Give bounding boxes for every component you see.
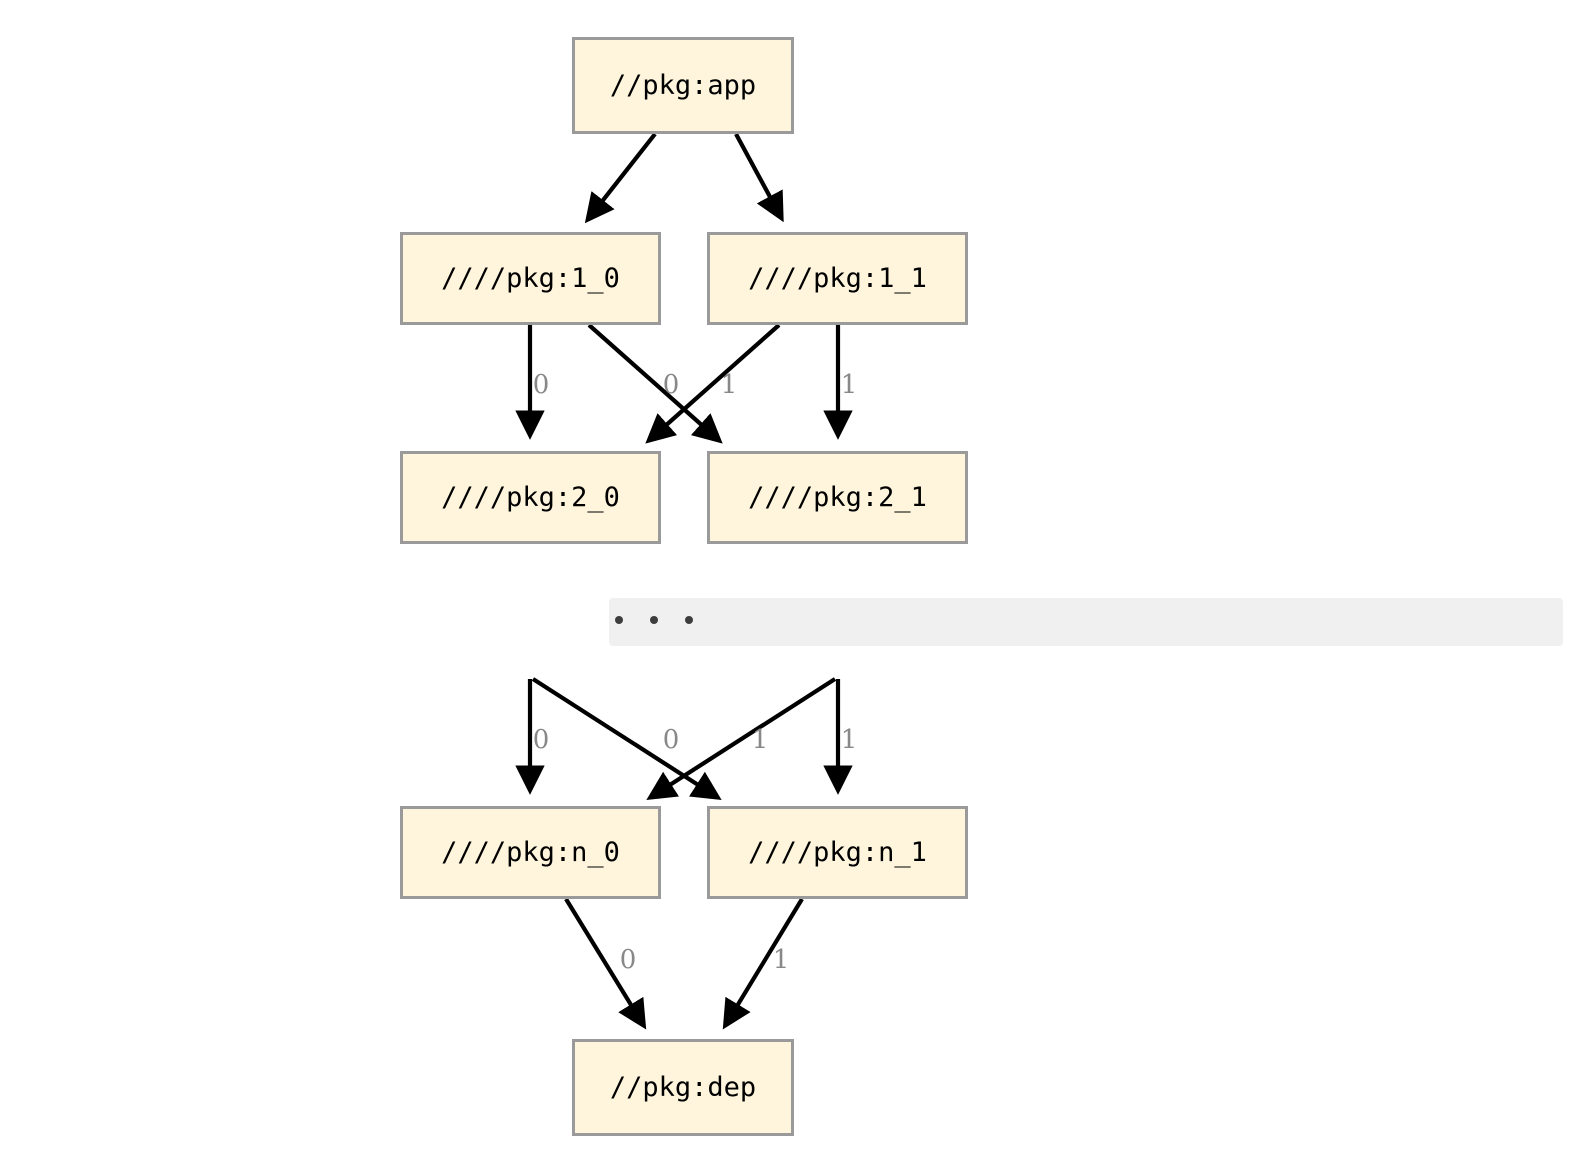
edge-label: 0: [663, 370, 680, 400]
node-box[interactable]: [707, 451, 968, 544]
edge-label: 1: [841, 370, 858, 400]
edge-label: 0: [533, 370, 550, 400]
node-label: ////pkg:1_1: [748, 263, 927, 294]
node-box[interactable]: [400, 232, 661, 325]
edge-line: [584, 132, 657, 224]
node-label: //pkg:app: [610, 70, 756, 101]
node-box[interactable]: [572, 37, 794, 134]
edge-line: [734, 133, 784, 223]
node-app[interactable]: //pkg:app: [572, 37, 794, 134]
edge-line: [645, 323, 781, 444]
edge-1_1-2_0: 1: [645, 323, 781, 444]
node-box[interactable]: [400, 451, 661, 544]
edge-app-1_0: [584, 132, 657, 224]
ellipsis-dot-1: [650, 616, 658, 624]
edge-x-n_0: 0: [515, 679, 550, 795]
edge-1_0-2_0: 0: [515, 325, 550, 440]
edge-label: 0: [620, 945, 637, 975]
edge-label: 0: [533, 725, 550, 755]
edge-1_1-2_1: 1: [823, 325, 858, 440]
edge-label: 0: [663, 725, 680, 755]
edge-line: [722, 897, 804, 1030]
edge-y-n_1: 1: [823, 679, 858, 795]
node-label: ////pkg:n_1: [748, 837, 927, 868]
edge-line: [564, 897, 647, 1030]
edge-line: [531, 677, 722, 801]
node-2_1[interactable]: ////pkg:2_1: [707, 451, 968, 544]
node-label: ////pkg:1_0: [441, 263, 620, 294]
node-box[interactable]: [707, 232, 968, 325]
edge-label: 1: [773, 945, 790, 975]
edge-x-n_1: 0: [531, 677, 722, 801]
edge-n_0-dep: 0: [564, 897, 647, 1030]
nodes-layer: //pkg:app ////pkg:1_0 ////pkg:1_1 ////pkg:2…: [400, 37, 968, 1136]
edge-n_1-dep: 1: [722, 897, 804, 1030]
node-box[interactable]: [400, 806, 661, 899]
node-n_1[interactable]: ////pkg:n_1: [707, 806, 968, 899]
ellipsis-band: [609, 598, 1563, 646]
node-n_0[interactable]: ////pkg:n_0: [400, 806, 661, 899]
ellipsis-dot-0: [615, 616, 623, 624]
node-label: ////pkg:n_0: [441, 837, 620, 868]
node-1_0[interactable]: ////pkg:1_0: [400, 232, 661, 325]
edge-y-n_0: 1: [646, 677, 837, 801]
node-label: //pkg:dep: [610, 1072, 756, 1103]
edge-1_0-2_1: 0: [587, 323, 723, 444]
edge-label: 1: [721, 370, 738, 400]
node-box[interactable]: [572, 1039, 794, 1136]
edge-label: 1: [841, 725, 858, 755]
node-box[interactable]: [707, 806, 968, 899]
edge-line: [646, 677, 837, 801]
edge-line: [587, 323, 723, 444]
edge-app-1_1: [734, 133, 784, 223]
ellipsis-separator: [609, 598, 1563, 646]
edges-layer: 0 0 1 1 0 0 1 1 0 1: [515, 132, 858, 1030]
node-1_1[interactable]: ////pkg:1_1: [707, 232, 968, 325]
edge-label: 1: [752, 725, 769, 755]
ellipsis-dot-2: [685, 616, 693, 624]
node-label: ////pkg:2_1: [748, 482, 927, 513]
node-2_0[interactable]: ////pkg:2_0: [400, 451, 661, 544]
node-dep[interactable]: //pkg:dep: [572, 1039, 794, 1136]
node-label: ////pkg:2_0: [441, 482, 620, 513]
